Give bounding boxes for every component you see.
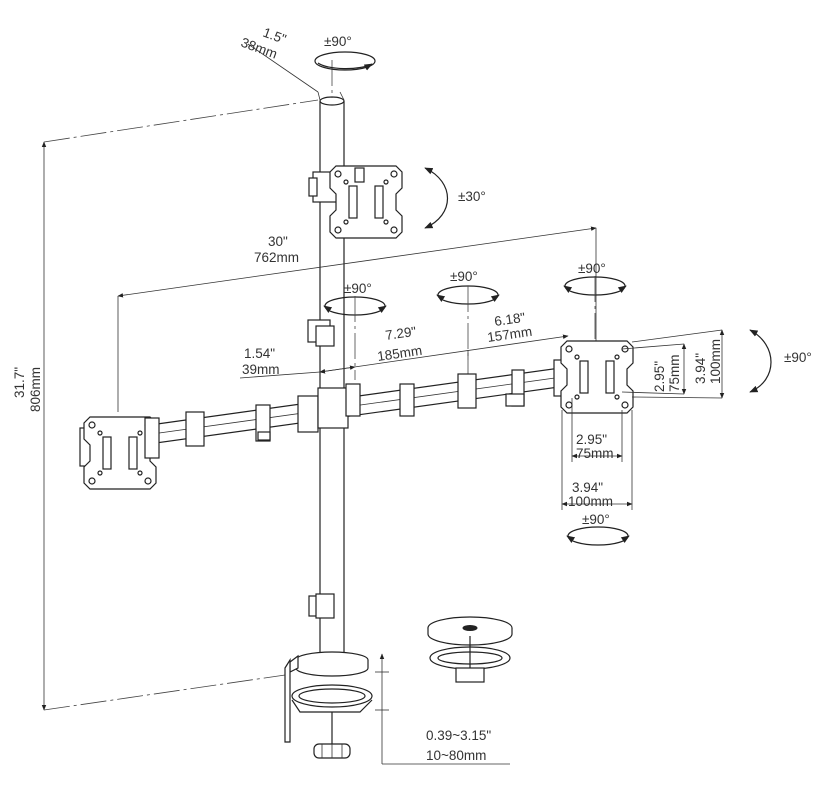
pole-collar-lower <box>308 593 335 619</box>
span-mm-label: 762mm <box>254 250 299 265</box>
segment-dimensions: 1.54" 39mm 7.29" 185mm 6.18" 157mm <box>239 310 569 379</box>
right-vesa-plate <box>553 340 634 414</box>
pole <box>319 60 345 662</box>
seg-c-mm-label: 157mm <box>486 324 533 345</box>
vesa-horizontal-dimensions: 2.95" 75mm 3.94" 100mm <box>561 398 633 510</box>
rotation-a-label: ±90° <box>344 281 372 296</box>
top-tilt-label: ±30° <box>458 189 486 204</box>
right-tilt-label: ±90° <box>784 350 812 365</box>
left-vesa-plate <box>79 416 160 490</box>
seg-b-mm-label: 185mm <box>376 343 423 364</box>
top-rotation-indicator: ±90° <box>314 34 376 71</box>
seg-b-in-label: 7.29" <box>384 324 417 343</box>
vesa-h-small-in-label: 2.95" <box>576 432 607 447</box>
height-in-label: 31.7" <box>12 367 27 398</box>
desk-clamp <box>284 651 373 759</box>
right-tilt-indicator: ±90° <box>749 329 812 393</box>
span-in-label: 30" <box>268 234 288 249</box>
vesa-vertical-dimensions: 2.95" 75mm 3.94" 100mm <box>621 329 725 399</box>
top-vesa-plate <box>308 165 403 239</box>
vesa-h-small-mm-label: 75mm <box>576 446 614 461</box>
clamp-detail-inset <box>427 616 513 683</box>
height-mm-label: 806mm <box>28 367 43 412</box>
vesa-v-small-mm-label: 75mm <box>667 354 682 392</box>
span-dimension: 30" 762mm <box>117 226 597 412</box>
rotation-c-label: ±90° <box>578 261 606 276</box>
seg-c-in-label: 6.18" <box>493 310 526 329</box>
top-tilt-indicator: ±30° <box>424 167 486 229</box>
vesa-v-large-mm-label: 100mm <box>708 339 723 384</box>
bottom-rotation-indicator: ±90° <box>566 512 630 546</box>
clamp-mm-label: 10~80mm <box>426 748 486 763</box>
seg-a-in-label: 1.54" <box>244 346 275 361</box>
vesa-h-large-in-label: 3.94" <box>572 480 603 495</box>
rotation-b-label: ±90° <box>450 269 478 284</box>
vesa-v-small-in-label: 2.95" <box>652 361 667 392</box>
top-rotation-label: ±90° <box>324 34 352 49</box>
height-dimension: 31.7" 806mm <box>12 99 319 711</box>
bottom-rotation-label: ±90° <box>582 512 610 527</box>
vesa-v-large-in-label: 3.94" <box>693 353 708 384</box>
clamp-in-label: 0.39~3.15" <box>426 728 491 743</box>
vesa-h-large-mm-label: 100mm <box>568 494 613 509</box>
seg-a-mm-label: 39mm <box>242 362 280 377</box>
clamp-range-dimension: 0.39~3.15" 10~80mm <box>375 653 510 765</box>
